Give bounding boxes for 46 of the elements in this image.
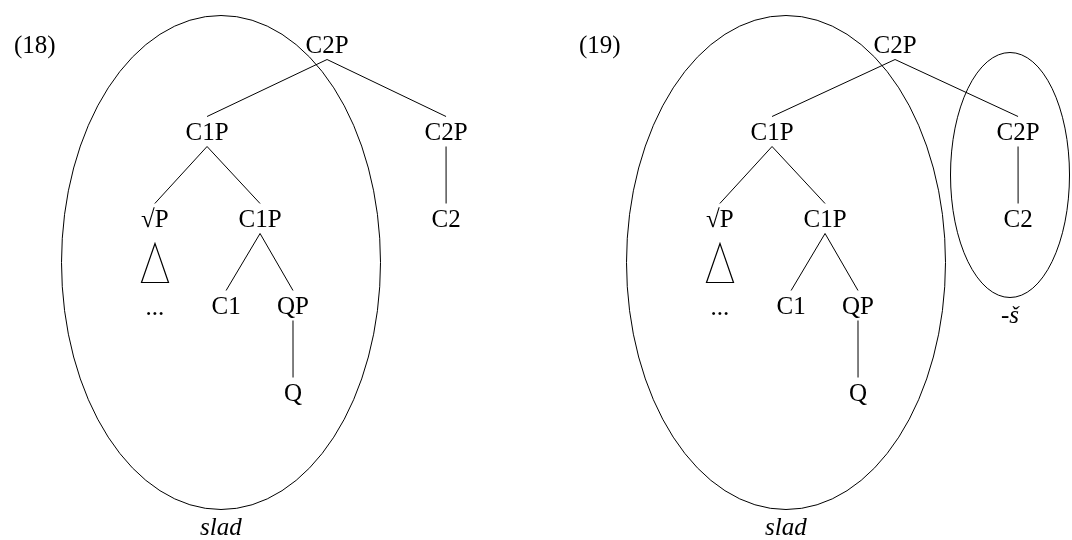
tree-branch xyxy=(857,320,859,378)
tree-node-label: C1P xyxy=(185,117,229,145)
tree-branch xyxy=(790,233,826,291)
tree-branch xyxy=(894,59,1019,117)
tree-branch xyxy=(445,146,447,204)
tree-node-label: C1P xyxy=(238,204,282,232)
tree-node-label: Q xyxy=(284,378,303,406)
tree-node-label: C2P xyxy=(873,30,917,58)
grouping-ellipse xyxy=(61,15,381,510)
tree-branch xyxy=(719,146,773,204)
roof-triangle xyxy=(141,243,169,283)
tree-branch xyxy=(206,59,328,117)
tree-node-label: C2 xyxy=(1003,204,1033,232)
tree-branch xyxy=(259,233,294,291)
morpheme-label: slad xyxy=(765,512,807,540)
tree-branch xyxy=(206,146,261,204)
example-number: (18) xyxy=(14,30,56,58)
grouping-ellipse xyxy=(626,15,946,510)
tree-node-label: QP xyxy=(277,291,309,319)
tree-branch xyxy=(225,233,261,291)
tree-node-label: √P xyxy=(141,204,169,232)
example-number: (19) xyxy=(579,30,621,58)
tree-branch xyxy=(154,146,208,204)
tree-node-label: C2P xyxy=(996,117,1040,145)
morpheme-label: -š xyxy=(1001,300,1020,328)
morpheme-label: slad xyxy=(200,512,242,540)
tree-node-label: Q xyxy=(849,378,868,406)
tree-node-label: C2 xyxy=(431,204,461,232)
tree-branch xyxy=(326,59,447,117)
tree-node-label: C1 xyxy=(776,291,806,319)
grouping-ellipse xyxy=(950,52,1070,298)
tree-node-label: ... xyxy=(145,292,165,320)
tree-branch xyxy=(1017,146,1019,204)
tree-node-label: C1P xyxy=(750,117,794,145)
tree-node-label: QP xyxy=(842,291,874,319)
tree-node-label: ... xyxy=(710,292,730,320)
tree-branch xyxy=(824,233,859,291)
tree-node-label: √P xyxy=(706,204,734,232)
tree-node-label: C1 xyxy=(211,291,241,319)
tree-branch xyxy=(292,320,294,378)
tree-node-label: C2P xyxy=(424,117,468,145)
tree-branch xyxy=(771,146,826,204)
tree-node-label: C1P xyxy=(803,204,847,232)
roof-triangle xyxy=(706,243,734,283)
tree-node-label: C2P xyxy=(305,30,349,58)
tree-branch xyxy=(771,59,896,117)
